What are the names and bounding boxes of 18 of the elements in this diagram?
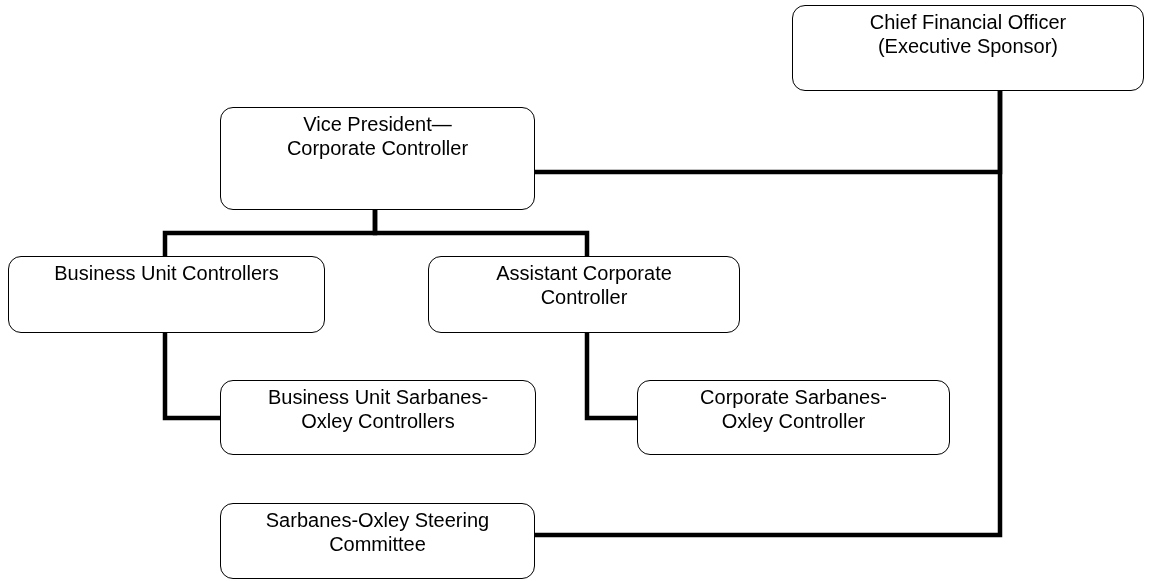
role-title: Business Unit Sarbanes-Oxley Controllers <box>266 385 490 433</box>
role-title: Sarbanes-Oxley Steering Committee <box>264 508 491 556</box>
connector-line <box>584 333 637 421</box>
role-title: Business Unit Controllers <box>53 261 280 285</box>
role-title: Assistant Corporate Controller <box>495 261 673 309</box>
org-box <box>220 380 536 455</box>
org-box <box>792 5 1144 91</box>
org-box <box>428 256 740 333</box>
org-box <box>8 256 325 333</box>
org-box <box>637 380 950 455</box>
connector-line <box>162 333 220 421</box>
connector-line <box>372 210 590 256</box>
connector-line <box>535 91 1003 538</box>
role-title: Vice President— Corporate Controller <box>285 112 470 160</box>
org-box <box>220 503 535 579</box>
role-title: Corporate Sarbanes-Oxley Controller <box>699 385 888 433</box>
role-title: Chief Financial Officer (Executive Sponsor) <box>868 10 1068 58</box>
org-box <box>220 107 535 210</box>
